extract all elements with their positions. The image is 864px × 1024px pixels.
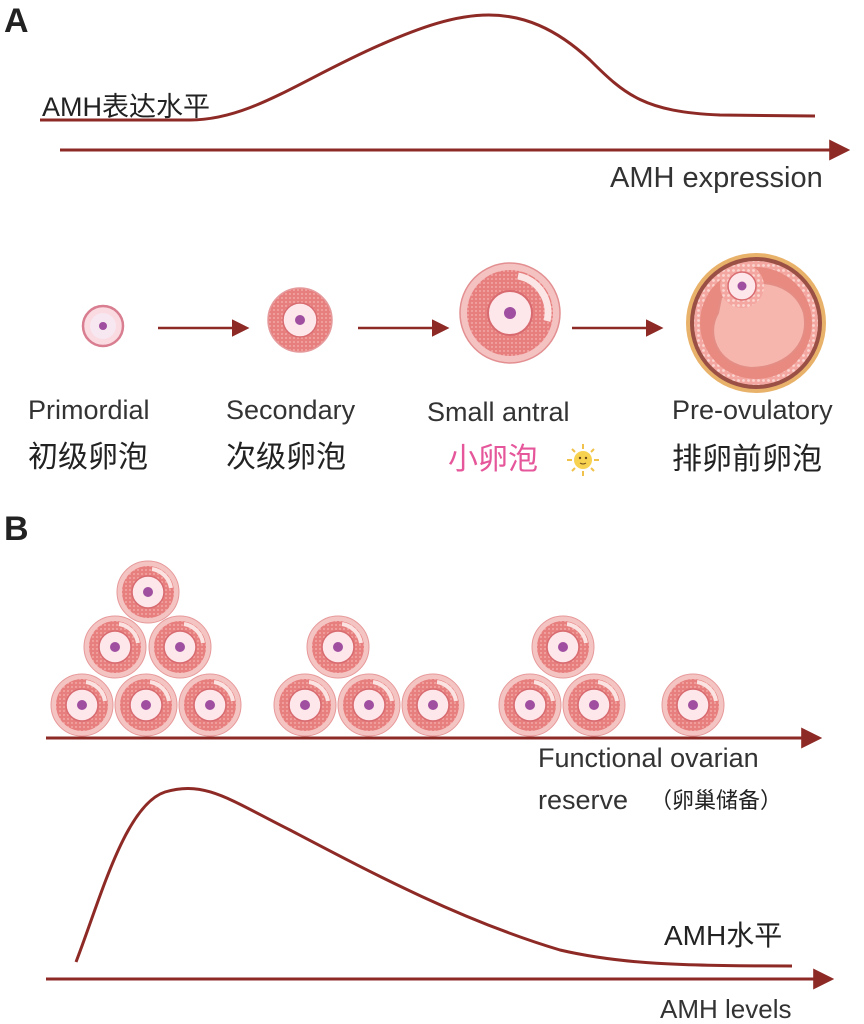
amh-levels-axis-label: AMH levels [660, 994, 792, 1024]
follicle-icon [113, 672, 179, 738]
stage-secondary-cn: 次级卵泡 [226, 441, 346, 474]
follicle-icon [561, 672, 627, 738]
small-antral-follicle-icon [459, 262, 561, 364]
follicle-group-medium [272, 614, 466, 738]
follicle-icon [147, 614, 213, 680]
amh-level-label: AMH水平 [664, 920, 783, 951]
follicle-icon [115, 559, 181, 625]
follicle-icon [530, 614, 596, 680]
follicle-group-single [660, 672, 726, 738]
sun-emoji-icon [567, 444, 599, 476]
follicle-icon [305, 614, 371, 680]
ovarian-reserve-cn-label: （卵巢储备） [650, 788, 783, 813]
amh-level-curve [74, 787, 793, 968]
preovulatory-follicle-icon [686, 253, 826, 393]
follicle-icon [177, 672, 243, 738]
functional-reserve-label-line2: reserve [538, 785, 629, 815]
functional-reserve-label-line1: Functional ovarian [538, 743, 759, 773]
stage-secondary-en: Secondary [226, 395, 356, 425]
follicle-icon [49, 672, 115, 738]
follicle-icon [497, 672, 563, 738]
follicle-icon [272, 672, 338, 738]
follicle-group-small [497, 614, 627, 738]
stage-small-antral-en: Small antral [427, 397, 570, 427]
stage-preovulatory-cn: 排卵前卵泡 [672, 443, 822, 476]
follicle-icon [660, 672, 726, 738]
stage-small-antral-cn: 小卵泡 [448, 443, 538, 476]
follicle-icon [400, 672, 466, 738]
panel-b-label: B [4, 510, 29, 548]
follicle-group-large [49, 559, 243, 738]
amh-expression-level-label: AMH表达水平 [42, 92, 210, 122]
stage-preovulatory-en: Pre-ovulatory [672, 395, 833, 425]
primordial-follicle-icon [81, 304, 125, 348]
follicle-icon [82, 614, 148, 680]
stage-primordial-en: Primordial [28, 395, 150, 425]
stage-primordial-cn: 初级卵泡 [28, 441, 148, 474]
panel-a-label: A [4, 2, 29, 40]
amh-expression-axis-label: AMH expression [610, 162, 823, 194]
amh-expression-curve [40, 13, 816, 122]
follicle-icon [336, 672, 402, 738]
secondary-follicle-icon [267, 287, 333, 353]
